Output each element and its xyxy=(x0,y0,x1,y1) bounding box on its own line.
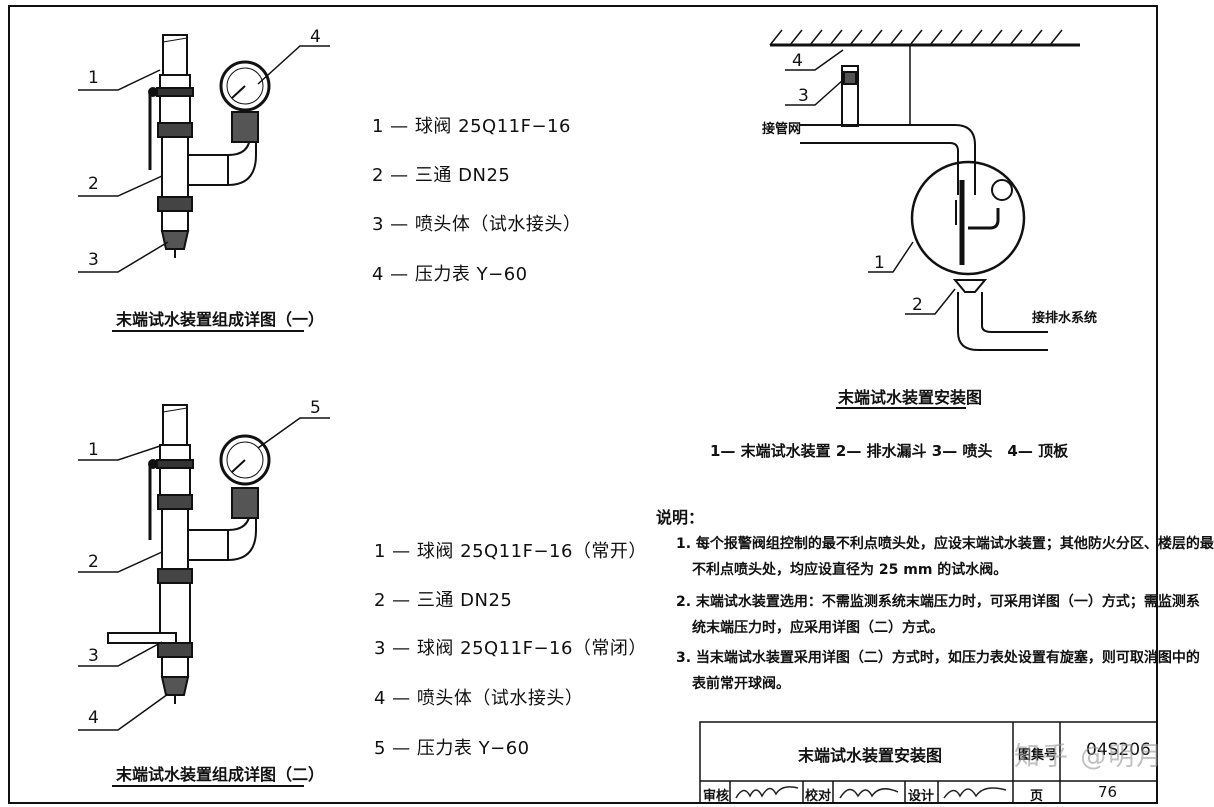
figure1-leaders xyxy=(78,45,330,273)
figure2-caption-underline xyxy=(112,785,304,787)
notes-line: 表前常开球阀。 xyxy=(692,676,790,692)
figure2-callout-5: 5 xyxy=(310,398,321,418)
figure2-callout-1: 1 xyxy=(88,440,99,460)
figure1-assembly xyxy=(148,34,271,258)
install-caption-underline xyxy=(836,407,966,409)
install-caption: 末端试水装置安装图 xyxy=(838,388,983,407)
figure1-callout-1: 1 xyxy=(88,68,99,88)
install-callout-3: 3 xyxy=(798,86,809,106)
page-number: 76 xyxy=(1098,783,1118,801)
notes-line: 统末端压力时，应采用详图（二）方式。 xyxy=(692,620,944,636)
figure2-callout-4: 4 xyxy=(88,708,99,728)
signatures xyxy=(735,786,1007,799)
check-label: 校对 xyxy=(805,789,832,804)
figure1-callout-2: 2 xyxy=(88,174,99,194)
title-block-frame xyxy=(699,721,1158,804)
figure2-legend-item: 1 — 球阀 25Q11F−16（常开） xyxy=(374,541,647,562)
notes-line: 3. 当末端试水装置采用详图（二）方式时，如压力表处设置有旋塞，则可取消图中的 xyxy=(676,650,1200,666)
title-block-title: 末端试水装置安装图 xyxy=(798,746,943,765)
install-diagram xyxy=(769,29,1080,351)
figure1-legend-item: 1 — 球阀 25Q11F−16 xyxy=(372,116,571,137)
figure2-callout-3: 3 xyxy=(88,646,99,666)
figure2-caption: 末端试水装置组成详图（二） xyxy=(116,765,325,784)
sheet-border xyxy=(8,5,1158,804)
figure2-callout-2: 2 xyxy=(88,552,99,572)
notes-line: 2. 末端试水装置选用：不需监测系统末端压力时，可采用详图（一）方式；需监测系 xyxy=(676,594,1200,610)
notes-title: 说明： xyxy=(656,508,705,527)
figure2-legend-item: 2 — 三通 DN25 xyxy=(374,590,513,611)
watermark: 知乎 @明月 xyxy=(1014,742,1165,772)
figure2-legend-item: 4 — 喷头体（试水接头） xyxy=(374,688,584,709)
install-legend: 1— 末端试水装置 2— 排水漏斗 3— 喷头 4— 顶板 xyxy=(710,442,1069,460)
figure1-callout-3: 3 xyxy=(88,250,99,270)
install-callout-4: 4 xyxy=(792,51,803,71)
figure1-legend-item: 2 — 三通 DN25 xyxy=(372,165,511,186)
drawing-sheet xyxy=(8,5,1158,804)
figure1-caption: 末端试水装置组成详图（一） xyxy=(116,310,325,329)
review-label: 审核 xyxy=(703,789,730,804)
label-drain-system: 接排水系统 xyxy=(1032,311,1098,326)
page-label: 页 xyxy=(1030,789,1044,804)
figure2-legend-item: 5 — 压力表 Y−60 xyxy=(374,738,530,759)
figure2-leaders xyxy=(78,417,330,731)
atlas-label: 图集号 xyxy=(1018,748,1058,763)
install-callout-1: 1 xyxy=(874,253,885,273)
install-callout-2: 2 xyxy=(912,295,923,315)
notes-line: 不利点喷头处，均应设直径为 25 mm 的试水阀。 xyxy=(692,562,1008,578)
install-leaders xyxy=(785,49,956,315)
figure1-legend-item: 3 — 喷头体（试水接头） xyxy=(372,214,582,235)
label-pipe-network: 接管网 xyxy=(762,122,802,137)
figure2-legend-item: 3 — 球阀 25Q11F−16（常闭） xyxy=(374,638,647,659)
figure2-assembly xyxy=(107,404,271,704)
notes-line: 1. 每个报警阀组控制的最不利点喷头处，应设末端试水装置；其他防火分区、楼层的最 xyxy=(676,536,1214,552)
figure1-caption-underline xyxy=(112,330,304,332)
design-label: 设计 xyxy=(908,789,935,804)
figure1-legend-item: 4 — 压力表 Y−60 xyxy=(372,264,528,285)
figure1-callout-4: 4 xyxy=(310,27,321,47)
atlas-number: 04S206 xyxy=(1086,740,1151,760)
